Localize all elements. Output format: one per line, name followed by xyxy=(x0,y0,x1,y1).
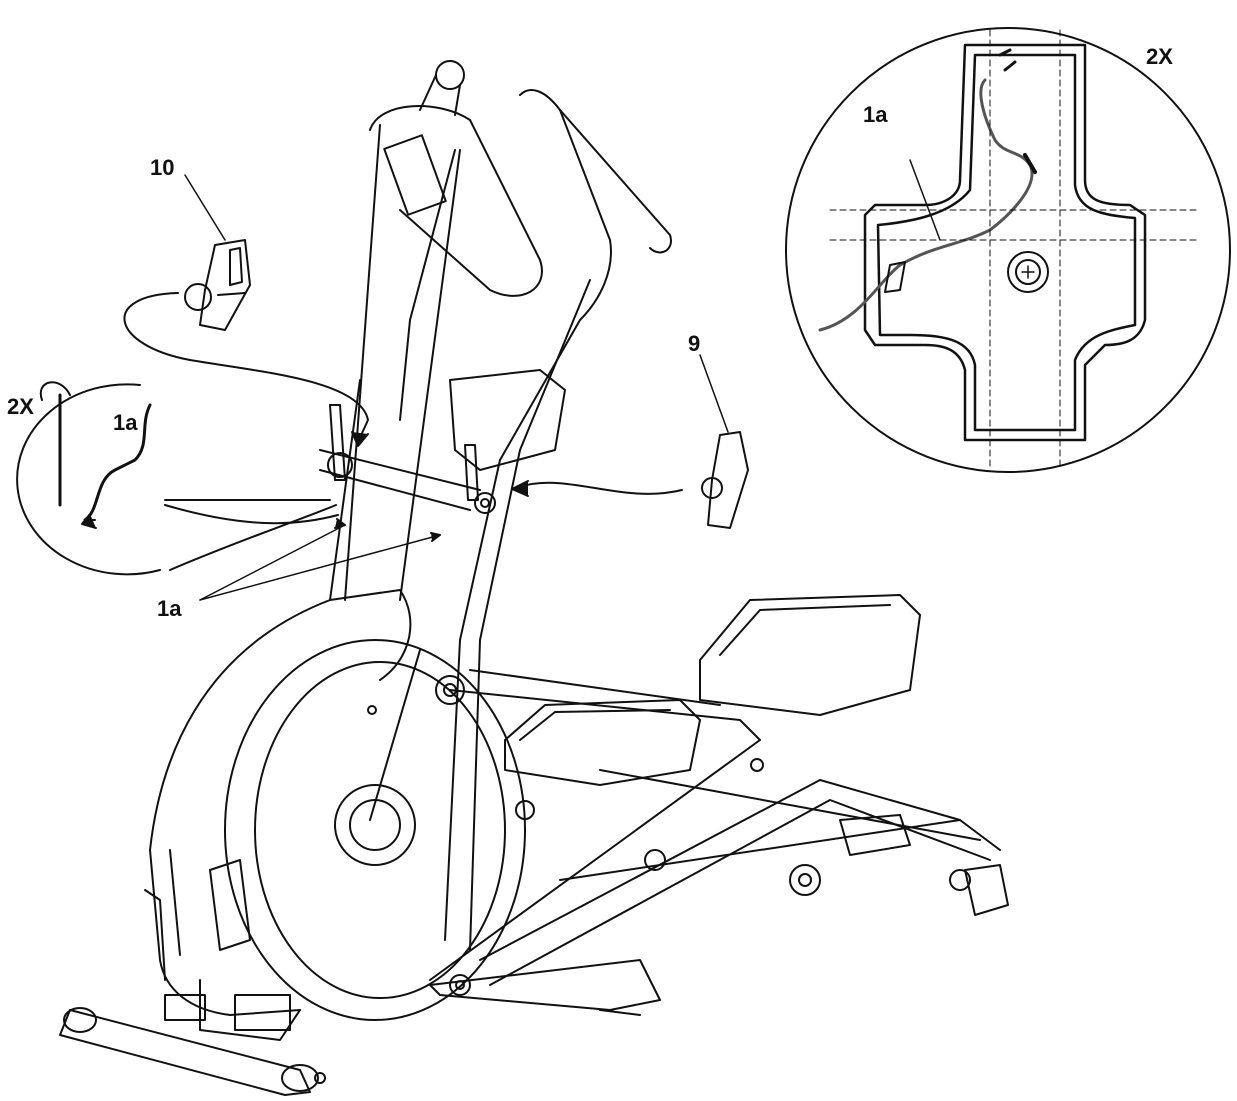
callout-part-10: 10 xyxy=(150,155,175,180)
left-pedal xyxy=(504,699,701,786)
rear-stabilizer xyxy=(429,864,1009,1016)
right-inset-1a-leader xyxy=(909,159,941,241)
part-10-wire xyxy=(123,292,369,443)
right-pedal xyxy=(699,594,921,716)
right-detail-circle xyxy=(785,27,1231,473)
part-9-sensor xyxy=(511,354,749,529)
callout-1a-main: 1a xyxy=(157,596,182,621)
elliptical-machine xyxy=(59,60,1009,1096)
console-mast xyxy=(329,60,543,601)
front-stabilizer xyxy=(59,1007,326,1096)
flywheel xyxy=(224,639,526,1021)
callout-2x-left-inset: 2X xyxy=(7,394,34,419)
handlebars xyxy=(399,89,672,951)
callout-1a-right-inset: 1a xyxy=(863,102,888,127)
part-10-sensor xyxy=(123,174,369,447)
left-detail-circle xyxy=(16,381,339,576)
part-10-leader xyxy=(184,174,226,241)
callout-2x-right-inset: 2X xyxy=(1146,44,1173,69)
part-9-leader xyxy=(699,354,729,433)
callout-1a-left-inset: 1a xyxy=(113,410,138,435)
callout-part-9: 9 xyxy=(688,331,701,356)
console-tray xyxy=(449,369,566,471)
rear-frame xyxy=(479,758,1001,986)
callout-1a-leaders xyxy=(199,518,441,601)
left-inset-pointer xyxy=(164,504,339,525)
main-frame-shroud xyxy=(144,589,412,1041)
pivot-axle xyxy=(319,404,496,514)
part-9-arrow xyxy=(515,481,683,495)
